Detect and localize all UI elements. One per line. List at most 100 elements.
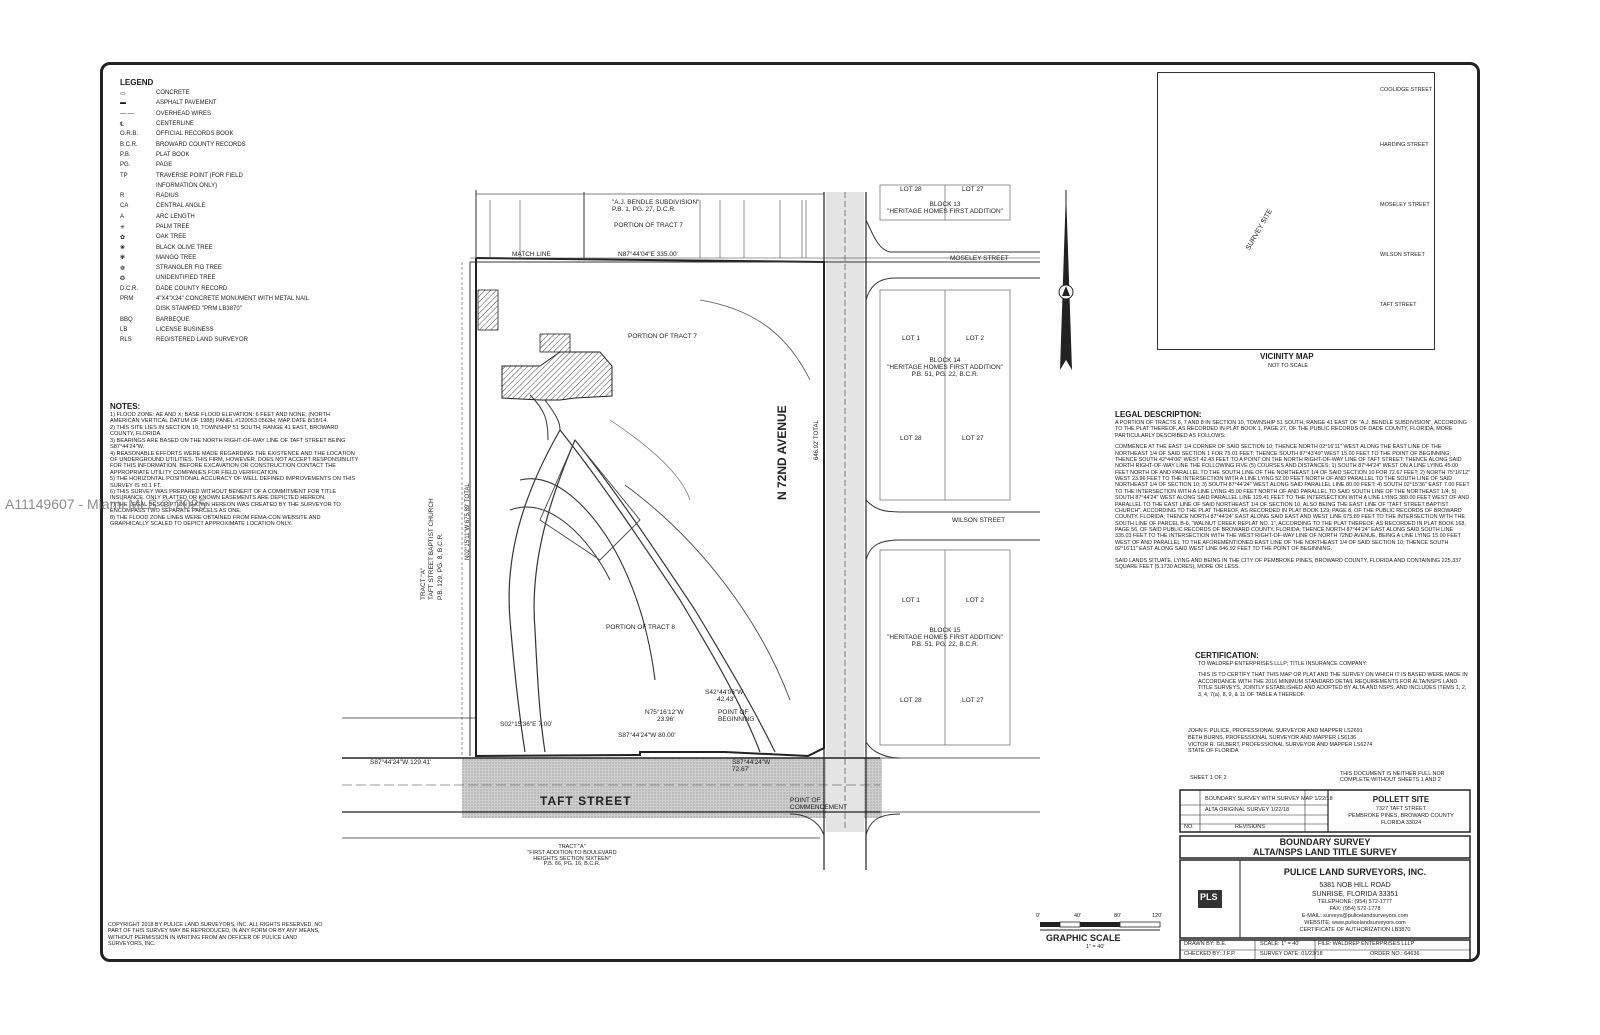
- survey-type-2: ALTA/NSPS LAND TITLE SURVEY: [1252, 847, 1397, 857]
- legend-row: ✿OAK TREE: [120, 232, 320, 242]
- legend-description: DISK STAMPED "PRM LB3870": [156, 306, 242, 313]
- legend-description: OFFICIAL RECORDS BOOK: [156, 131, 234, 138]
- note-item: 2) THIS SITE LIES IN SECTION 10, TOWNSHI…: [110, 424, 339, 438]
- legend-row: DISK STAMPED "PRM LB3870": [120, 304, 320, 314]
- legend-symbol: LB: [120, 326, 128, 333]
- legend-description: STRANGLER FIG TREE: [156, 265, 222, 272]
- legend-description: OAK TREE: [156, 234, 187, 241]
- graphic-scale: [1040, 921, 1161, 931]
- certification-text: TO WALDREP ENTERPRISES LLLP; TITLE INSUR…: [1198, 661, 1468, 698]
- north-arrow-icon: [1058, 190, 1074, 370]
- legend-symbol: PG.: [120, 162, 131, 169]
- sheet-number: SHEET 1 OF 2: [1190, 775, 1227, 781]
- scale-tick-40: 40': [1074, 913, 1082, 919]
- wilson-street-label: WILSON STREET: [952, 517, 1006, 524]
- legend-row: ℄CENTERLINE: [120, 119, 320, 129]
- vic-coolidge: COOLIDGE STREET: [1380, 87, 1433, 93]
- legend-row: ✳PALM TREE: [120, 222, 320, 232]
- legend-row: PRM 4"X4"X24" CONCRETE MONUMENT WITH META…: [120, 294, 320, 304]
- company-website: WEBSITE: www.pulicelandsurveyors.com: [1304, 920, 1406, 926]
- scale-tick-0: 0': [1036, 913, 1041, 919]
- legend-symbol: PRM: [120, 296, 134, 303]
- legend-description: LICENSE BUSINESS: [156, 326, 214, 333]
- legend-row: P.B.PLAT BOOK: [120, 150, 320, 160]
- mls-watermark: A11149607 - Miami MLS © 2025: [5, 496, 207, 512]
- legend-description: OVERHEAD WIRES: [156, 110, 212, 117]
- graphic-scale-title: GRAPHIC SCALE: [1046, 933, 1121, 943]
- legend-symbol: ▬: [120, 100, 126, 107]
- course-s87-80: S87°44'24"W 80.00': [618, 732, 676, 739]
- tract7-label: PORTION OF TRACT 7: [628, 333, 697, 340]
- legend-symbol: ℄: [120, 121, 124, 128]
- legend-title: LEGEND: [120, 78, 154, 87]
- company-phone: TELEPHONE: (954) 572-1777: [1318, 899, 1392, 905]
- survey-type-1: BOUNDARY SURVEY: [1279, 837, 1371, 847]
- lot2-block14: LOT 2: [966, 335, 984, 342]
- lot27-block14: LOT 27: [962, 435, 984, 442]
- block13-label: BLOCK 13"HERITAGE HOMES FIRST ADDITION": [887, 201, 1003, 215]
- legend-description: PALM TREE: [156, 224, 190, 230]
- moseley-street-label: MOSELEY STREET: [950, 255, 1009, 262]
- drawn-by: DRAWN BY: B.E.: [1184, 941, 1227, 947]
- note-item: 1) FLOOD ZONE: AE AND X; BASE FLOOD ELEV…: [110, 412, 330, 425]
- legend-symbol: ▭: [120, 90, 126, 97]
- company-address-1: 5381 NOB HILL ROAD: [1319, 882, 1391, 889]
- order-number: ORDER NO.: 64636: [1370, 951, 1420, 957]
- pls-logo-icon: [1198, 890, 1222, 908]
- company-email: E-MAIL: surveys@pulicelandsurveyors.com: [1301, 913, 1409, 919]
- project-name: POLLETT SITE: [1372, 795, 1430, 804]
- vicinity-map-title: VICINITY MAP: [1260, 352, 1314, 361]
- north-line-bearing: N87°44'04"E 335.00': [618, 251, 678, 258]
- legend-description: MANGO TREE: [156, 254, 197, 261]
- bendle-subdivision-label: "A.J. BENDLE SUBDIVISION"P.B. 1, PG. 27,…: [612, 199, 700, 213]
- company-fax: FAX: (954) 572-1778: [1329, 906, 1381, 912]
- legend-row: LB LICENSE BUSINESS: [120, 325, 320, 335]
- legend-row: ❂UNIDENTIFIED TREE: [120, 273, 320, 283]
- checked-by: CHECKED BY: J.F.P.: [1184, 951, 1236, 957]
- legend-symbol: D.C.R.: [120, 285, 138, 292]
- legend-symbol: —·—: [120, 110, 134, 117]
- avenue-label: N 72ND AVENUE: [775, 405, 789, 500]
- notes-list: 1) FLOOD ZONE: AE AND X; BASE FLOOD ELEV…: [110, 412, 360, 528]
- legend-description: 4"X4"X24" CONCRETE MONUMENT WITH METAL N…: [156, 296, 309, 303]
- legend-symbol: TP: [120, 172, 128, 179]
- legend-description: REGISTERED LAND SURVEYOR: [156, 337, 248, 344]
- vic-wilson: WILSON STREET: [1380, 252, 1425, 258]
- vic-moseley: MOSELEY STREET: [1380, 202, 1430, 208]
- vic-harding: HARDING STREET: [1380, 142, 1429, 148]
- vicinity-map-subtitle: NOT TO SCALE: [1268, 363, 1309, 369]
- legal-description-title: LEGAL DESCRIPTION:: [1115, 410, 1202, 419]
- legend-row: PG.PAGE: [120, 160, 320, 170]
- vicinity-map-frame: [1157, 72, 1435, 350]
- legend-symbol: ❂: [120, 275, 126, 282]
- legend-row: RLS REGISTERED LAND SURVEYOR: [120, 335, 320, 345]
- block15-label: BLOCK 15"HERITAGE HOMES FIRST ADDITION"P…: [887, 627, 1003, 648]
- scale-value: SCALE: 1" = 40': [1260, 941, 1300, 947]
- legend-description: DADE COUNTY RECORD: [156, 285, 228, 292]
- legend-symbol: ✾: [120, 255, 126, 262]
- legend-description: PLAT BOOK: [156, 151, 190, 158]
- note-item: 5) THE HORIZONTAL POSITIONAL ACCURACY OF…: [110, 476, 356, 489]
- course-s02: S02°15'36"E 7.00': [500, 721, 553, 728]
- tract8-label: PORTION OF TRACT 8: [606, 624, 675, 631]
- legend-description: BLACK OLIVE TREE: [156, 244, 213, 251]
- legend: ▭CONCRETE▬ASPHALT PAVEMENT—·—OVERHEAD WI…: [120, 88, 320, 345]
- east-line-total: 646.92' TOTAL: [814, 420, 820, 460]
- legend-symbol: RLS: [120, 337, 132, 344]
- legend-row: ❁STRANGLER FIG TREE: [120, 263, 320, 273]
- block14-label: BLOCK 14"HERITAGE HOMES FIRST ADDITION"P…: [887, 357, 1003, 378]
- legend-row: INFORMATION ONLY): [120, 181, 320, 191]
- certification-signers: JOHN F. PULICE, PROFESSIONAL SURVEYOR AN…: [1188, 728, 1373, 755]
- match-line-label: MATCH LINE: [512, 251, 551, 258]
- lot28-block15: LOT 28: [900, 697, 922, 704]
- pls-logo-text: PLS: [1200, 892, 1218, 902]
